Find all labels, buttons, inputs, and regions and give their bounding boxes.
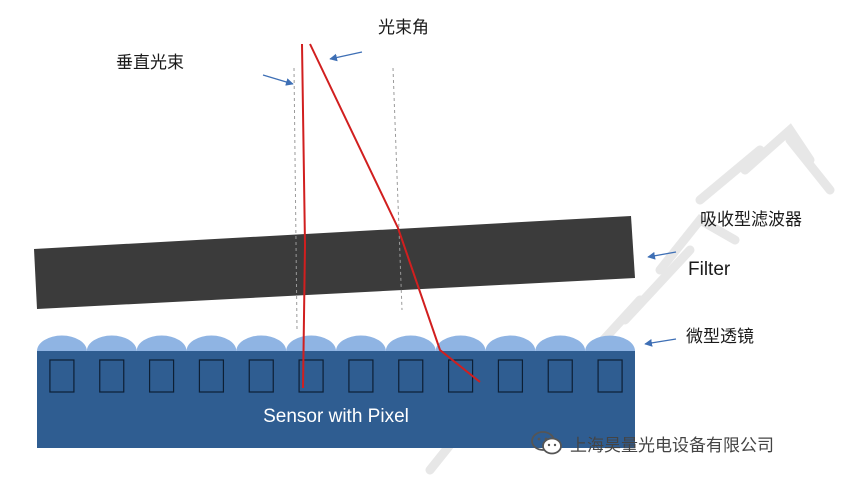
microlens-array bbox=[37, 335, 635, 351]
microlens-arrow bbox=[644, 338, 677, 347]
pixel bbox=[298, 359, 324, 393]
vertical-reference-line-left bbox=[293, 67, 298, 331]
angled-ray bbox=[309, 43, 481, 383]
microlens bbox=[37, 335, 87, 351]
beam-angle-arrow bbox=[329, 51, 363, 62]
pixel bbox=[597, 359, 623, 393]
wechat-icon bbox=[531, 431, 562, 455]
vertical-beam-arrow bbox=[262, 74, 294, 86]
filter-arrow bbox=[647, 251, 677, 260]
microlens bbox=[385, 335, 436, 351]
filter-cn-label: 吸收型滤波器 bbox=[700, 210, 802, 230]
pixel bbox=[497, 359, 524, 393]
microlens bbox=[236, 335, 287, 351]
microlens bbox=[186, 335, 237, 351]
pixel bbox=[99, 359, 125, 393]
pixel bbox=[148, 359, 175, 393]
pixel-array bbox=[49, 359, 623, 393]
pixel bbox=[198, 359, 225, 393]
microlens bbox=[485, 335, 536, 351]
beam-angle-label: 光束角 bbox=[378, 18, 429, 38]
pixel bbox=[348, 359, 374, 393]
pixel bbox=[398, 359, 424, 393]
pixel bbox=[248, 359, 274, 393]
microlens bbox=[435, 335, 486, 351]
microlens bbox=[336, 335, 386, 351]
vertical-reference-line-right bbox=[392, 67, 403, 311]
pixel bbox=[49, 359, 75, 393]
microlens bbox=[136, 335, 187, 351]
microlens bbox=[86, 335, 137, 351]
filter-slab bbox=[34, 216, 635, 309]
filter-en-label: Filter bbox=[688, 259, 731, 280]
sensor-block bbox=[37, 351, 635, 448]
microlens-label: 微型透镜 bbox=[686, 327, 754, 347]
vertical-ray bbox=[301, 43, 307, 389]
microlens bbox=[585, 335, 635, 351]
microlens bbox=[535, 335, 586, 351]
sensor-label: Sensor with Pixel bbox=[263, 406, 409, 427]
pixel bbox=[547, 359, 573, 393]
footer-brand: 上海昊量光电设备有限公司 bbox=[530, 430, 774, 456]
vertical-beam-label: 垂直光束 bbox=[116, 53, 184, 73]
microlens bbox=[286, 335, 336, 351]
company-name: 上海昊量光电设备有限公司 bbox=[570, 435, 774, 456]
